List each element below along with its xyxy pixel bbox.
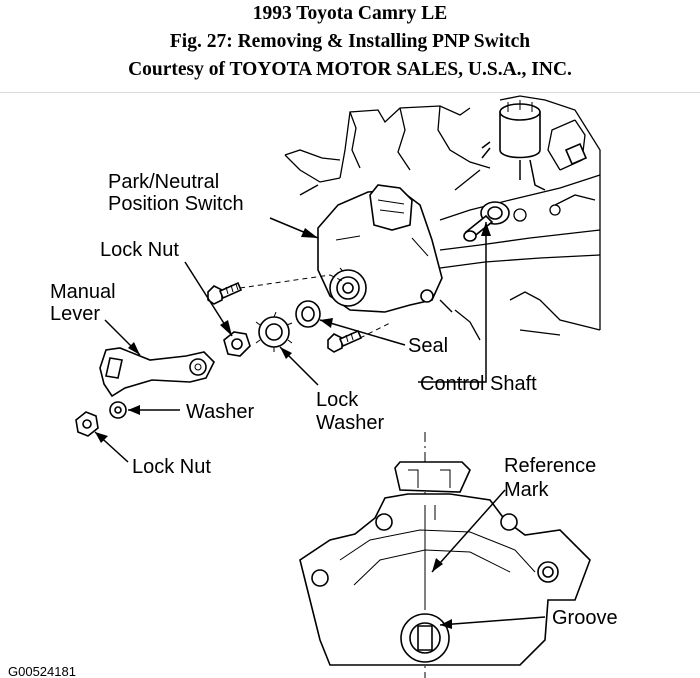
label-manual-lever-line2: Lever bbox=[50, 303, 100, 325]
label-groove: Groove bbox=[552, 607, 618, 629]
pnp-switch bbox=[317, 184, 443, 313]
manual-lever bbox=[99, 347, 215, 398]
label-lock-nut-bottom: Lock Nut bbox=[132, 456, 211, 478]
pnp-switch-detail-view: G00524181 bbox=[8, 432, 591, 678]
label-seal: Seal bbox=[408, 335, 448, 357]
label-washer: Washer bbox=[186, 401, 255, 423]
label-lock-washer-line2: Washer bbox=[316, 412, 385, 434]
courtesy-line: Courtesy of TOYOTA MOTOR SALES, U.S.A., … bbox=[128, 59, 572, 80]
document-title: 1993 Toyota Camry LE bbox=[252, 3, 448, 24]
leader-lines bbox=[94, 217, 546, 626]
transaxle-case bbox=[284, 95, 601, 341]
figure-caption: Fig. 27: Removing & Installing PNP Switc… bbox=[169, 31, 531, 52]
washer bbox=[109, 401, 127, 419]
assembly-axis bbox=[239, 274, 393, 339]
figure-header: 1993 Toyota Camry LE Fig. 27: Removing &… bbox=[0, 0, 700, 84]
lock-nut-lower bbox=[75, 411, 99, 437]
label-manual-lever-line1: Manual bbox=[50, 281, 116, 303]
bolt-upper-left bbox=[207, 281, 243, 305]
label-lock-nut-top: Lock Nut bbox=[100, 239, 179, 261]
label-control-shaft: Control Shaft bbox=[420, 373, 537, 395]
label-reference-mark-line2: Mark bbox=[504, 479, 549, 501]
figure-id: G00524181 bbox=[8, 664, 76, 678]
control-shaft bbox=[463, 201, 510, 242]
leader-arrowheads bbox=[95, 222, 491, 629]
bolt-lower bbox=[327, 329, 363, 353]
seal bbox=[295, 300, 321, 328]
connector-harness bbox=[481, 100, 588, 191]
label-pnp-switch-line2: Position Switch bbox=[108, 193, 244, 215]
label-pnp-switch-line1: Park/Neutral bbox=[108, 171, 219, 193]
label-reference-mark-line1: Reference bbox=[504, 455, 596, 477]
lock-nut-upper bbox=[223, 331, 251, 357]
lock-washer bbox=[255, 311, 293, 352]
label-lock-washer-line1: Lock bbox=[316, 389, 359, 411]
header-divider bbox=[0, 92, 700, 93]
